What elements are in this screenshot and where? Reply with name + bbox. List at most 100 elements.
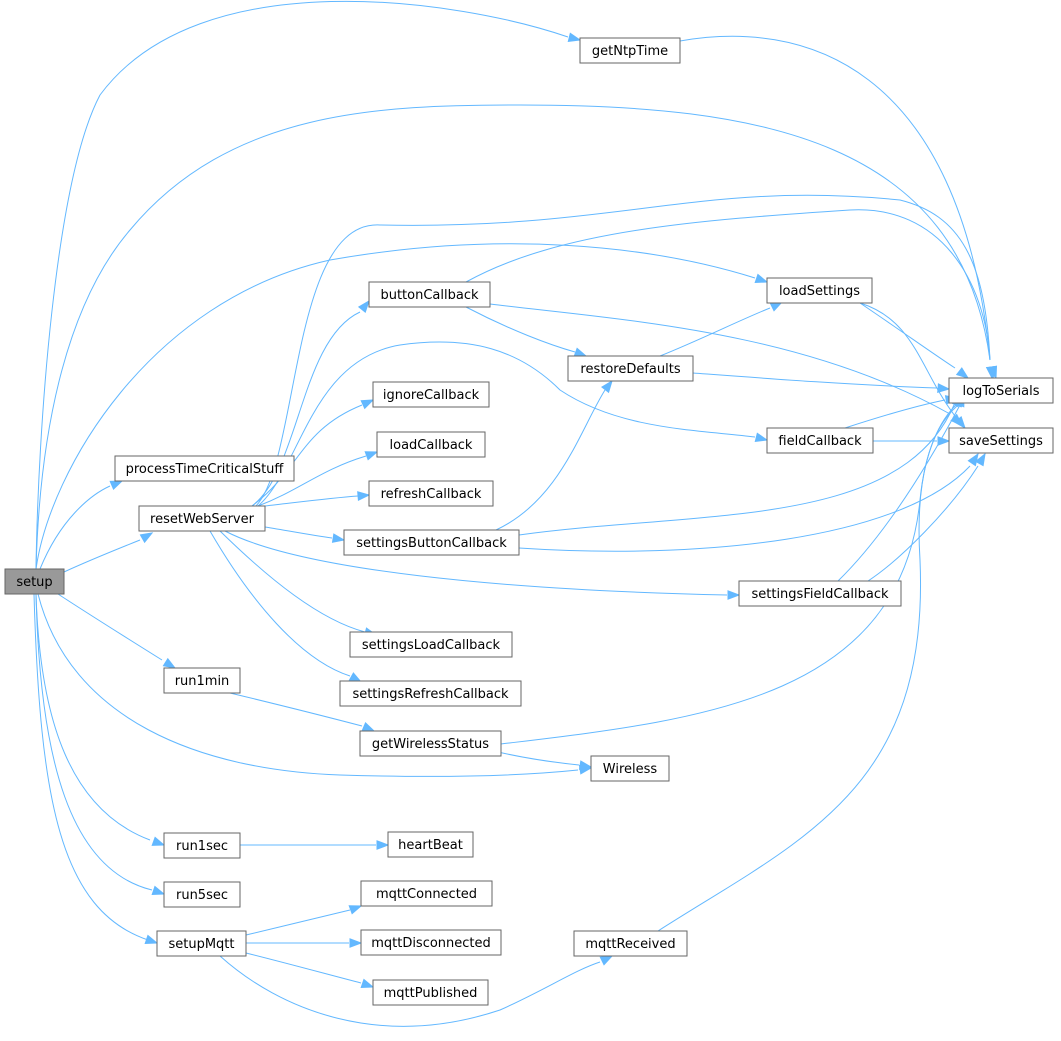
node-box[interactable] — [339, 680, 522, 707]
node-box[interactable] — [372, 381, 490, 408]
node-label: mqttReceived — [585, 937, 675, 952]
node-box[interactable] — [376, 431, 486, 458]
node-box[interactable] — [948, 427, 1054, 454]
node-box[interactable] — [349, 631, 513, 658]
node-box[interactable] — [590, 755, 670, 782]
node-settingsFieldCallback[interactable]: settingsFieldCallback — [738, 580, 902, 607]
node-box[interactable] — [387, 831, 474, 858]
edge-line — [219, 955, 601, 1027]
node-box[interactable] — [359, 730, 502, 757]
node-box[interactable] — [114, 455, 295, 482]
node-run1sec[interactable]: run1sec — [163, 832, 241, 859]
node-ignoreCallback[interactable]: ignoreCallback — [372, 381, 490, 408]
node-box[interactable] — [138, 505, 266, 532]
edge-setupMqtt-to-mqttDisconnected — [245, 938, 363, 948]
node-box[interactable] — [368, 480, 494, 507]
node-setup[interactable]: setup — [4, 568, 65, 595]
node-logToSerials[interactable]: logToSerials — [948, 377, 1054, 404]
edge-line — [264, 526, 333, 539]
edge-line — [859, 302, 956, 417]
node-label: heartBeat — [398, 838, 463, 853]
edge-line — [39, 485, 111, 570]
node-getWirelessStatus[interactable]: getWirelessStatus — [359, 730, 502, 757]
edge-arrowhead — [360, 978, 375, 989]
edge-line — [657, 405, 958, 932]
node-box[interactable] — [766, 427, 874, 454]
edge-line — [35, 243, 756, 570]
edge-arrowhead — [754, 273, 769, 284]
edge-line — [224, 530, 728, 596]
edge-arrowhead — [955, 367, 970, 379]
node-resetWebServer[interactable]: resetWebServer — [138, 505, 266, 532]
node-box[interactable] — [343, 529, 520, 556]
edge-arrowhead — [361, 722, 376, 732]
edge-line — [465, 209, 991, 361]
node-box[interactable] — [573, 930, 688, 957]
edge-line — [255, 194, 991, 507]
edge-line — [209, 530, 351, 677]
node-settingsButtonCallback[interactable]: settingsButtonCallback — [343, 529, 520, 556]
node-fieldCallback[interactable]: fieldCallback — [766, 427, 874, 454]
node-box[interactable] — [579, 37, 681, 64]
edge-arrowhead — [364, 451, 379, 461]
node-loadSettings[interactable]: loadSettings — [766, 277, 873, 304]
node-loadCallback[interactable]: loadCallback — [376, 431, 486, 458]
node-run5sec[interactable]: run5sec — [163, 881, 241, 908]
edge-line — [692, 372, 938, 389]
node-heartBeat[interactable]: heartBeat — [387, 831, 474, 858]
node-label: loadCallback — [390, 438, 473, 453]
node-mqttConnected[interactable]: mqttConnected — [360, 880, 493, 907]
edge-run1sec-to-heartBeat — [239, 840, 390, 850]
edge-resetWebServer-to-ignoreCallback — [251, 399, 375, 507]
edge-line — [37, 593, 579, 777]
node-saveSettings[interactable]: saveSettings — [948, 427, 1054, 454]
node-box[interactable] — [163, 832, 241, 859]
node-restoreDefaults[interactable]: restoreDefaults — [567, 355, 694, 382]
node-label: run5sec — [176, 888, 228, 903]
node-mqttReceived[interactable]: mqttReceived — [573, 930, 688, 957]
node-box[interactable] — [360, 929, 502, 956]
node-setupMqtt[interactable]: setupMqtt — [156, 930, 247, 957]
node-box[interactable] — [372, 979, 489, 1006]
node-box[interactable] — [738, 580, 902, 607]
edge-arrowhead — [348, 905, 363, 915]
node-mqttDisconnected[interactable]: mqttDisconnected — [360, 929, 502, 956]
node-label: saveSettings — [959, 434, 1043, 449]
edge-arrowhead — [151, 836, 166, 846]
node-label: Wireless — [603, 762, 658, 777]
node-label: mqttPublished — [384, 986, 478, 1001]
edge-resetWebServer-to-fieldCallback — [257, 341, 769, 507]
edge-line — [33, 593, 149, 941]
edge-setup-to-loadSettings — [35, 243, 769, 570]
node-box[interactable] — [163, 881, 241, 908]
node-box[interactable] — [766, 277, 873, 304]
node-box[interactable] — [368, 281, 491, 308]
node-label: run1min — [175, 674, 230, 689]
node-settingsRefreshCallback[interactable]: settingsRefreshCallback — [339, 680, 522, 707]
node-box[interactable] — [4, 568, 65, 595]
node-box[interactable] — [156, 930, 247, 957]
edge-resetWebServer-to-refreshCallback — [264, 491, 371, 507]
edge-getWirelessStatus-to-Wireless — [497, 751, 593, 770]
node-buttonCallback[interactable]: buttonCallback — [368, 281, 491, 308]
node-processTimeCriticalStuff[interactable]: processTimeCriticalStuff — [114, 455, 295, 482]
node-box[interactable] — [163, 667, 241, 694]
node-box[interactable] — [948, 377, 1054, 404]
node-run1min[interactable]: run1min — [163, 667, 241, 694]
edge-settingsButtonCallback-to-saveSettings — [518, 452, 979, 552]
node-box[interactable] — [360, 880, 493, 907]
edge-line — [867, 465, 979, 582]
node-mqttPublished[interactable]: mqttPublished — [372, 979, 489, 1006]
edge-restoreDefaults-to-logToSerials — [692, 372, 951, 393]
node-label: ignoreCallback — [383, 388, 480, 403]
node-settingsLoadCallback[interactable]: settingsLoadCallback — [349, 631, 513, 658]
edge-line — [251, 404, 363, 507]
node-box[interactable] — [567, 355, 694, 382]
node-refreshCallback[interactable]: refreshCallback — [368, 480, 494, 507]
edge-arrowhead — [573, 347, 588, 357]
edge-buttonCallback-to-restoreDefaults — [465, 306, 588, 357]
node-Wireless[interactable]: Wireless — [590, 755, 670, 782]
edge-arrowhead — [974, 452, 986, 467]
node-getNtpTime[interactable]: getNtpTime — [579, 37, 681, 64]
